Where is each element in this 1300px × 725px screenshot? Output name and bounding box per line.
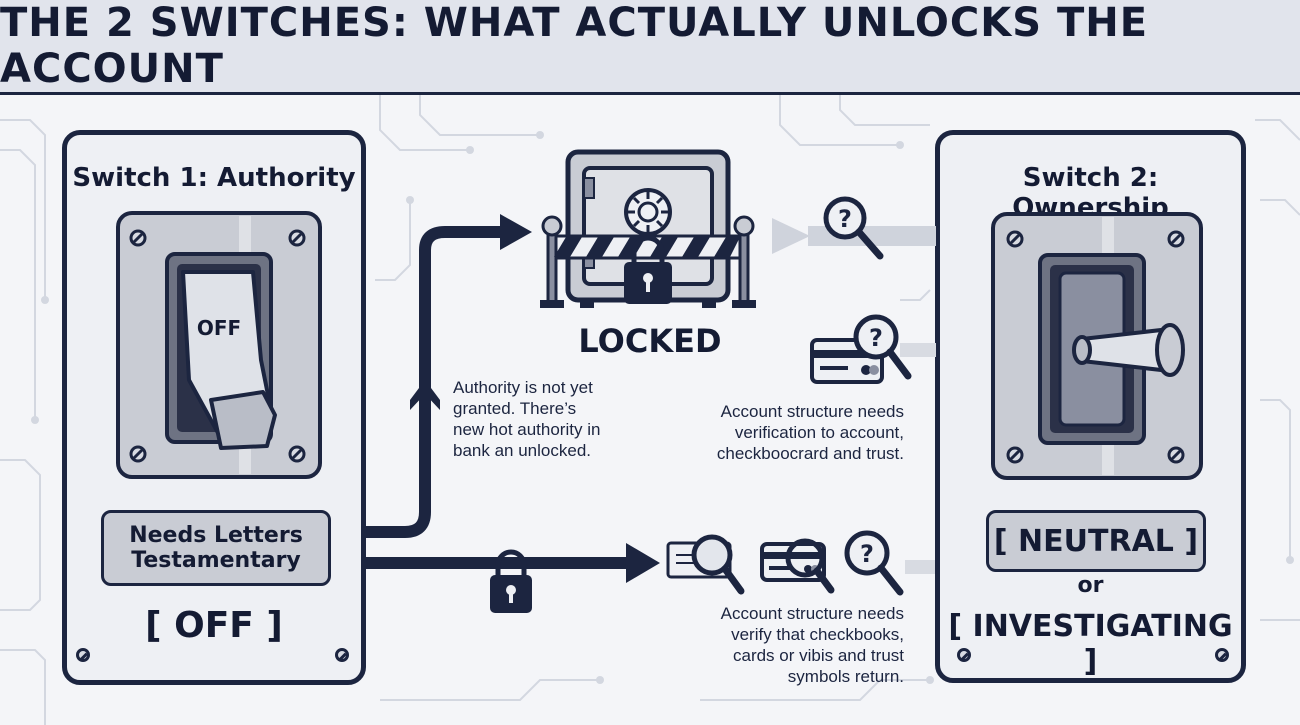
plate-line: Needs Letters — [129, 523, 303, 548]
note-line: Authority is not yet — [453, 378, 593, 397]
padlock-icon — [490, 549, 532, 613]
screw-icon — [1006, 230, 1024, 248]
note-line: checkboocrard and trust. — [716, 444, 904, 463]
title-bar: THE 2 SWITCHES: WHAT ACTUALLY UNLOCKS TH… — [0, 0, 1300, 95]
note-line: Account structure needs — [720, 604, 904, 623]
up-chevron-icon — [410, 380, 440, 410]
switch2-state-primary: [ NEUTRAL ] — [993, 523, 1199, 559]
note-line: cards or vibis and trust — [732, 646, 904, 665]
note-line: bank an unlocked. — [453, 441, 591, 460]
screw-icon — [129, 229, 147, 247]
magnifier-question-icon: ? — [823, 196, 884, 260]
screw-icon — [1006, 446, 1024, 464]
screw-icon — [129, 445, 147, 463]
toggle-off-label: OFF — [197, 316, 241, 340]
arrow-icon — [626, 543, 660, 583]
toggle-switch-neutral — [991, 212, 1203, 480]
magnifier-icon — [691, 534, 745, 595]
screw-icon — [1167, 230, 1185, 248]
authority-note: Authority is not yet granted. There’s ne… — [453, 377, 653, 461]
svg-text:?: ? — [869, 324, 883, 352]
note-line: verification to account, — [734, 423, 904, 442]
note-line: verify that checkbooks, — [731, 625, 904, 644]
screw-icon — [1215, 648, 1229, 662]
switch1-requirement-plate: Needs Letters Testamentary — [101, 510, 331, 586]
structure-note-top: Account structure needs verification to … — [668, 401, 904, 464]
note-line: new hot authority in — [453, 420, 601, 439]
switch2-or-label: or — [1077, 573, 1104, 598]
screw-icon — [76, 648, 90, 662]
switch2-neutral-plate: [ NEUTRAL ] — [986, 510, 1206, 572]
switch1-state: [ OFF ] — [145, 605, 283, 646]
locked-label: LOCKED — [578, 322, 722, 360]
note-line: symbols return. — [787, 667, 904, 686]
magnifier-icon — [785, 538, 835, 594]
switch2-panel: Switch 2: Ownership [ NEUTRAL ] or [ INV… — [935, 130, 1246, 683]
note-line: Account structure needs — [720, 402, 904, 421]
plate-line: Testamentary — [131, 548, 301, 573]
page-title: THE 2 SWITCHES: WHAT ACTUALLY UNLOCKS TH… — [0, 0, 1149, 92]
padlock-icon — [624, 235, 672, 304]
screw-icon — [335, 648, 349, 662]
switch1-panel: Switch 1: Authority OFF Needs Letters Te… — [62, 130, 366, 685]
arrow-icon — [500, 214, 532, 250]
screw-icon — [288, 229, 306, 247]
screw-icon — [957, 648, 971, 662]
magnifier-question-icon: ? — [844, 530, 904, 596]
switch1-title: Switch 1: Authority — [72, 163, 356, 193]
toggle-switch-off: OFF — [116, 211, 322, 479]
svg-text:?: ? — [838, 205, 852, 233]
svg-text:?: ? — [860, 540, 874, 568]
magnifier-question-icon: ? — [853, 314, 912, 380]
switch2-state-secondary: [ INVESTIGATING ] — [948, 609, 1233, 679]
structure-note-bottom: Account structure needs verify that chec… — [660, 603, 904, 687]
note-line: granted. There’s — [453, 399, 577, 418]
screw-icon — [288, 445, 306, 463]
screw-icon — [1167, 446, 1185, 464]
arrow-icon — [772, 218, 810, 254]
